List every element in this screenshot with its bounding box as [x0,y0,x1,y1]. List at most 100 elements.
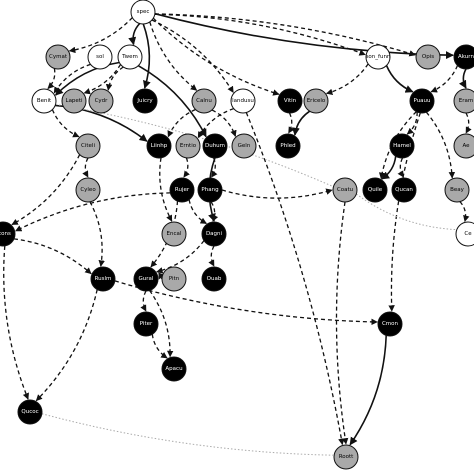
node-circle[interactable] [444,177,470,203]
node-circle[interactable] [453,88,474,114]
node-circle[interactable] [0,221,16,247]
node-juicry[interactable]: Juicry [132,88,158,114]
node-circle[interactable] [389,133,415,159]
node-circle[interactable] [377,311,403,337]
node-circle[interactable] [202,133,228,159]
node-quile[interactable]: Quile [362,177,388,203]
node-beay[interactable]: Beay [444,177,470,203]
node-label: spec [137,9,150,15]
node-circle[interactable] [161,221,187,247]
node-circle[interactable] [365,44,391,70]
node-circle[interactable] [133,311,159,337]
node-cymat[interactable]: Cymat [45,44,71,70]
node-circle[interactable] [201,266,227,292]
edge-puauu-to-hamel [406,111,418,135]
node-alurn[interactable]: Akurn [453,44,474,70]
node-circle[interactable] [117,44,143,70]
node-qucan[interactable]: Qucan [391,177,417,203]
node-duhum[interactable]: Duhum [202,133,228,159]
node-coatu[interactable]: Coatu [332,177,358,203]
node-circle[interactable] [191,88,217,114]
node-ericelo[interactable]: Ericelo [303,88,329,114]
node-phled[interactable]: Phled [275,133,301,159]
node-circle[interactable] [87,44,113,70]
node-lapeti[interactable]: Lapeti [61,88,87,114]
node-opis[interactable]: Opis [415,44,441,70]
node-circle[interactable] [17,399,43,425]
node-geln[interactable]: Geln [231,133,257,159]
node-circle[interactable] [61,88,87,114]
node-sol[interactable]: sol [87,44,113,70]
node-citeli[interactable]: Citeli [75,133,101,159]
node-circle[interactable] [333,444,359,470]
node-top[interactable]: spec [130,0,156,25]
edge-qucoc-to-roott [41,413,334,456]
node-hamel[interactable]: Hamel [389,133,415,159]
node-twem[interactable]: Twem [117,44,143,70]
node-circle[interactable] [415,44,441,70]
node-circle[interactable] [45,44,71,70]
node-lardusu[interactable]: landusu [230,88,256,114]
node-circle[interactable] [391,177,417,203]
node-pitn[interactable]: Pitn [161,266,187,292]
node-rujer[interactable]: Rujer [169,177,195,203]
node-roott[interactable]: Roott [333,444,359,470]
node-circle[interactable] [453,44,474,70]
node-ae[interactable]: Ae [453,133,474,159]
node-cmon[interactable]: Cmon [377,311,403,337]
node-ce[interactable]: Ce [455,221,474,247]
node-circle[interactable] [75,177,101,203]
node-circle[interactable] [31,88,57,114]
node-label: Calnu [196,98,212,104]
node-circle[interactable] [201,221,227,247]
node-phang[interactable]: Phang [197,177,223,203]
node-ouab[interactable]: Ouab [201,266,227,292]
node-circle[interactable] [275,133,301,159]
node-liinhp[interactable]: Liinhp [146,133,172,159]
node-circle[interactable] [88,88,114,114]
edge-phang-to-dagni [210,201,219,222]
node-dagni[interactable]: Dagni [201,221,227,247]
node-apacu[interactable]: Apacu [161,356,187,382]
edge-lardusu-to-erntio [197,107,234,139]
node-cyleo[interactable]: Cyleo [75,177,101,203]
node-lconsp[interactable]: Lcons [0,221,16,247]
node-qucoc[interactable]: Qucoc [17,399,43,425]
node-circle[interactable] [75,133,101,159]
node-circle[interactable] [197,177,223,203]
edge-sol-to-benit [53,63,91,94]
node-circle[interactable] [230,88,256,114]
node-circle[interactable] [303,88,329,114]
node-circle[interactable] [130,0,156,25]
node-erntio[interactable]: Erntio [175,133,201,159]
node-circle[interactable] [133,266,159,292]
node-encal[interactable]: Encal [161,221,187,247]
node-circle[interactable] [175,133,201,159]
node-circle[interactable] [277,88,303,114]
node-benit[interactable]: Benit [31,88,57,114]
node-ruslm[interactable]: Ruslm [90,266,116,292]
node-label: Beay [450,187,465,193]
node-gural[interactable]: Gural [133,266,159,292]
node-circle[interactable] [332,177,358,203]
node-circle[interactable] [453,133,474,159]
node-circle[interactable] [409,88,435,114]
node-eram[interactable]: Eram [453,88,474,114]
node-cydr[interactable]: Cydr [88,88,114,114]
node-circle[interactable] [132,88,158,114]
node-circle[interactable] [161,266,187,292]
node-circle[interactable] [231,133,257,159]
node-circle[interactable] [90,266,116,292]
node-circle[interactable] [161,356,187,382]
node-vitin[interactable]: Vitin [277,88,303,114]
node-puauu[interactable]: Puauu [409,88,435,114]
node-sonfunn[interactable]: son_funn [365,44,391,70]
node-circle[interactable] [362,177,388,203]
node-circle[interactable] [455,221,474,247]
node-circle[interactable] [146,133,172,159]
node-label: Ce [464,231,472,237]
node-piter[interactable]: Piter [133,311,159,337]
node-circle[interactable] [169,177,195,203]
node-calnu[interactable]: Calnu [191,88,217,114]
edge-liinhp-to-encal [159,157,173,222]
